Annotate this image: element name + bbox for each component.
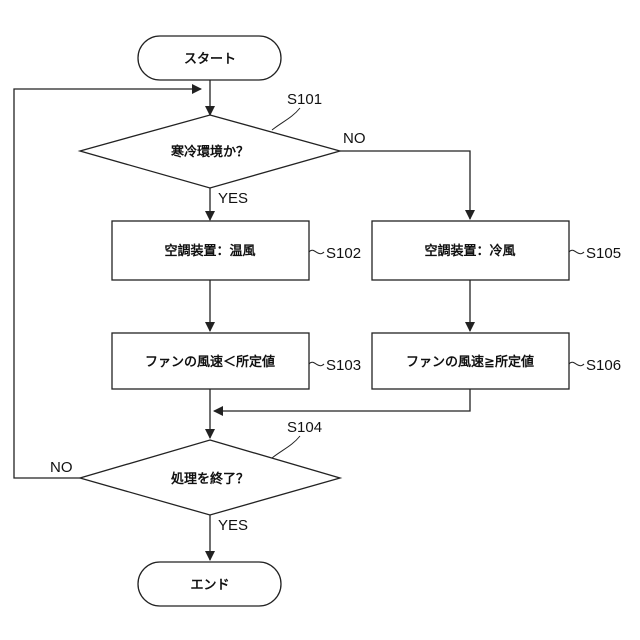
process-s105-text: 空調装置：冷風 [424, 243, 515, 259]
connector-s101-to-s105 [340, 151, 470, 219]
process-s106: ファンの風速≧所定値 [372, 333, 569, 389]
process-s103-text: ファンの風速＜所定値 [145, 354, 275, 370]
start-node: スタート [138, 36, 281, 80]
process-s103: ファンの風速＜所定値 [112, 333, 309, 389]
step-label-s103: S103 [326, 357, 361, 374]
process-s105: 空調装置：冷風 [372, 221, 569, 280]
s104-yes-label: YES [218, 517, 248, 534]
process-s102: 空調装置：温風 [112, 221, 309, 280]
leader-s106 [569, 362, 584, 365]
leader-s105 [569, 250, 584, 253]
leader-s103 [309, 362, 324, 365]
leader-s102 [309, 250, 324, 253]
step-label-s106: S106 [586, 357, 621, 374]
s104-no-label: NO [50, 459, 73, 476]
end-label: エンド [190, 578, 229, 593]
connector-s106-to-merge [214, 389, 470, 411]
start-label: スタート [184, 52, 236, 67]
process-s106-text: ファンの風速≧所定値 [406, 354, 534, 370]
decision-s104-text: 処理を終了？ [170, 471, 249, 487]
step-label-s101: S101 [287, 91, 322, 108]
step-label-s102: S102 [326, 245, 361, 262]
step-label-s104: S104 [287, 419, 322, 436]
s101-no-label: NO [343, 130, 366, 147]
leader-s101 [272, 108, 300, 130]
s101-yes-label: YES [218, 190, 248, 207]
decision-s104: 処理を終了？ [80, 440, 340, 515]
process-s102-text: 空調装置：温風 [164, 243, 255, 259]
leader-s104 [272, 436, 300, 458]
decision-s101-text: 寒冷環境か？ [170, 144, 249, 160]
decision-s101: 寒冷環境か？ [80, 115, 340, 188]
step-label-s105: S105 [586, 245, 621, 262]
end-node: エンド [138, 562, 281, 606]
